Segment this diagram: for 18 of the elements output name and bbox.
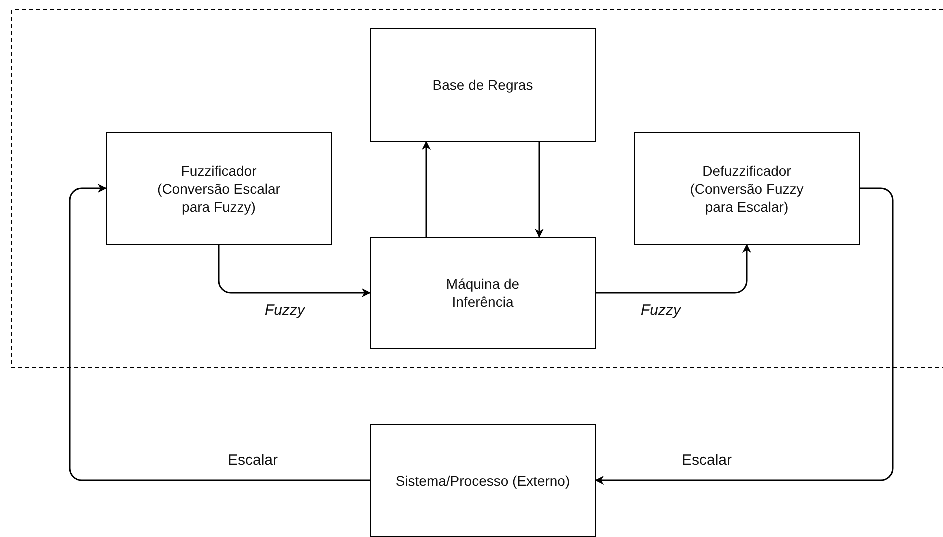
edge-label: Fuzzy bbox=[263, 302, 308, 320]
process-box bbox=[634, 132, 860, 245]
box-label: Fuzzificador (Conversão Escalar para Fuzzy) bbox=[156, 162, 282, 216]
box-label: Sistema/Processo (Externo) bbox=[394, 472, 572, 490]
box-label: Máquina de Inferência bbox=[445, 275, 521, 311]
process-box bbox=[370, 28, 596, 142]
process-box bbox=[370, 424, 596, 537]
arrow bbox=[535, 142, 544, 238]
edge-label: Fuzzy bbox=[639, 302, 684, 320]
process-box bbox=[370, 237, 596, 349]
process-box bbox=[106, 132, 332, 245]
box-label: Base de Regras bbox=[432, 76, 534, 94]
arrow bbox=[69, 184, 370, 482]
arrow bbox=[422, 141, 431, 237]
arrow bbox=[596, 244, 752, 294]
box-label: Defuzzificador (Conversão Fuzzy para Escalar) bbox=[689, 162, 805, 216]
arrow bbox=[595, 188, 894, 485]
arrow bbox=[218, 245, 371, 298]
